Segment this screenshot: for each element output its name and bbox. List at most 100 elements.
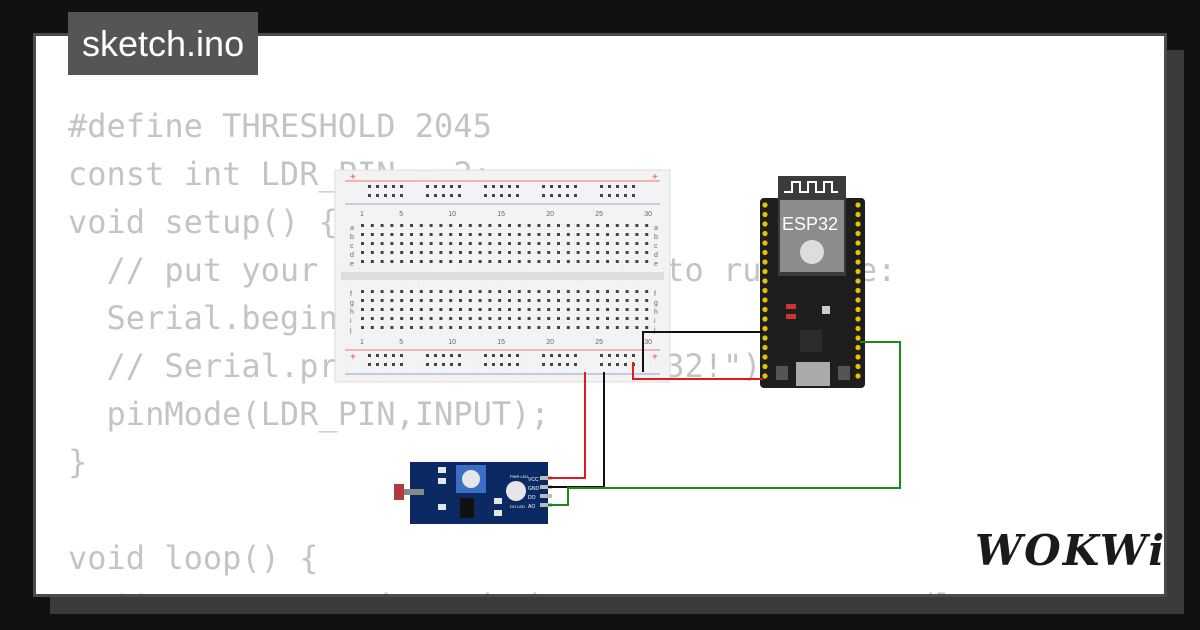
- esp32-pin[interactable]: [855, 249, 861, 256]
- esp32-label: ESP32: [782, 214, 838, 234]
- column-number: 15: [497, 339, 505, 346]
- usb-port: [796, 362, 830, 386]
- code-line: #define THRESHOLD 2045: [68, 107, 492, 145]
- code-line: // put your main code here, to run repea…: [68, 582, 993, 594]
- esp32-pin[interactable]: [855, 354, 861, 360]
- column-number: 5: [399, 339, 403, 346]
- row-letter: a: [654, 225, 658, 232]
- wire-green-ao[interactable]: [548, 341, 901, 506]
- esp32-pin[interactable]: [762, 363, 768, 370]
- code-line: pinMode(LDR_PIN,INPUT);: [68, 395, 550, 433]
- esp32-pin[interactable]: [762, 344, 768, 351]
- wire-red-vcc[interactable]: [548, 372, 586, 479]
- row-letter: f: [654, 291, 656, 298]
- column-number: 20: [546, 339, 554, 346]
- column-number: 20: [546, 211, 554, 218]
- esp32-pin[interactable]: [762, 278, 768, 284]
- row-letter: i: [350, 318, 352, 325]
- esp32-pin[interactable]: [762, 325, 768, 332]
- pwr-led-label: PWR LED: [510, 474, 528, 479]
- esp32-pin[interactable]: [855, 306, 861, 313]
- esp32-pin[interactable]: [855, 240, 861, 246]
- esp32-pin[interactable]: [762, 249, 768, 256]
- row-letter: a: [350, 225, 354, 232]
- esp32-pin[interactable]: [855, 259, 861, 265]
- esp32-pin[interactable]: [855, 344, 861, 351]
- esp32-pin[interactable]: [762, 373, 768, 379]
- antenna-trace-icon: [784, 181, 838, 193]
- en-button[interactable]: [776, 366, 788, 380]
- do-led-label: DO LED: [510, 504, 525, 509]
- esp32-pin[interactable]: [762, 221, 768, 227]
- esp32-pin[interactable]: [762, 297, 768, 303]
- column-number: 15: [497, 211, 505, 218]
- esp32-pin[interactable]: [855, 278, 861, 284]
- row-letter: i: [654, 318, 656, 325]
- rail-plus: +: [652, 172, 658, 183]
- esp32-pin[interactable]: [762, 230, 768, 237]
- wire-black-gnd[interactable]: [548, 372, 605, 488]
- column-number: 25: [595, 211, 603, 218]
- wire-red-esp-vin[interactable]: [632, 362, 763, 380]
- pin-label-vcc: VCC: [528, 477, 539, 483]
- column-number: 25: [595, 339, 603, 346]
- esp32-pin[interactable]: [762, 268, 768, 275]
- row-letter: j: [349, 327, 352, 334]
- row-letter: d: [350, 252, 354, 259]
- esp32-pin[interactable]: [855, 325, 861, 332]
- row-letter: j: [653, 327, 656, 334]
- column-number: 10: [448, 211, 456, 218]
- esp32-pin[interactable]: [855, 373, 861, 379]
- esp32-pin[interactable]: [762, 202, 768, 208]
- pin-label-gnd: GND: [528, 486, 540, 492]
- file-tab[interactable]: sketch.ino: [68, 12, 259, 75]
- column-number: 5: [399, 211, 403, 218]
- esp32-pin[interactable]: [762, 240, 768, 246]
- esp32-pin[interactable]: [855, 287, 861, 294]
- row-letter: b: [654, 234, 658, 241]
- wire-black-esp-gnd[interactable]: [642, 331, 763, 372]
- esp32-pin[interactable]: [855, 230, 861, 237]
- potentiometer-icon[interactable]: [462, 470, 480, 488]
- photoresistor-icon: [394, 484, 404, 500]
- column-number: 30: [644, 211, 652, 218]
- rail-plus: +: [350, 172, 356, 183]
- esp32-pin[interactable]: [762, 335, 768, 341]
- esp32-pin[interactable]: [855, 297, 861, 303]
- column-number: 1: [360, 339, 364, 346]
- rail-plus: +: [652, 352, 658, 363]
- row-letter: g: [350, 300, 354, 307]
- row-letter: e: [350, 261, 354, 268]
- boot-button[interactable]: [838, 366, 850, 380]
- code-line: void loop() {: [68, 539, 319, 577]
- row-letter: d: [654, 252, 658, 259]
- esp32-pin[interactable]: [762, 316, 768, 322]
- esp32-pin[interactable]: [855, 211, 861, 218]
- esp32-pin[interactable]: [855, 202, 861, 208]
- ldr-module: PWR LED DO LED VCC GND DO AO: [394, 462, 552, 524]
- esp32-pin[interactable]: [762, 259, 768, 265]
- esp32-pin[interactable]: [855, 316, 861, 322]
- esp32-pin[interactable]: [762, 211, 768, 218]
- wokwi-logo: WOKWi: [975, 526, 1167, 575]
- column-number: 30: [644, 339, 652, 346]
- esp32-board: ESP32: [760, 176, 865, 388]
- esp32-pin[interactable]: [855, 335, 861, 341]
- esp32-pin[interactable]: [762, 354, 768, 360]
- row-letter: e: [654, 261, 658, 268]
- row-letter: h: [350, 309, 354, 316]
- esp32-pin[interactable]: [855, 268, 861, 275]
- esp32-pins: [762, 202, 861, 379]
- esp32-pin[interactable]: [855, 363, 861, 370]
- esp32-pin[interactable]: [762, 287, 768, 294]
- esp32-pin[interactable]: [762, 306, 768, 313]
- code-line: }: [68, 443, 88, 481]
- column-number: 10: [448, 339, 456, 346]
- esp32-pin[interactable]: [855, 221, 861, 227]
- pin-label-do: DO: [528, 495, 536, 501]
